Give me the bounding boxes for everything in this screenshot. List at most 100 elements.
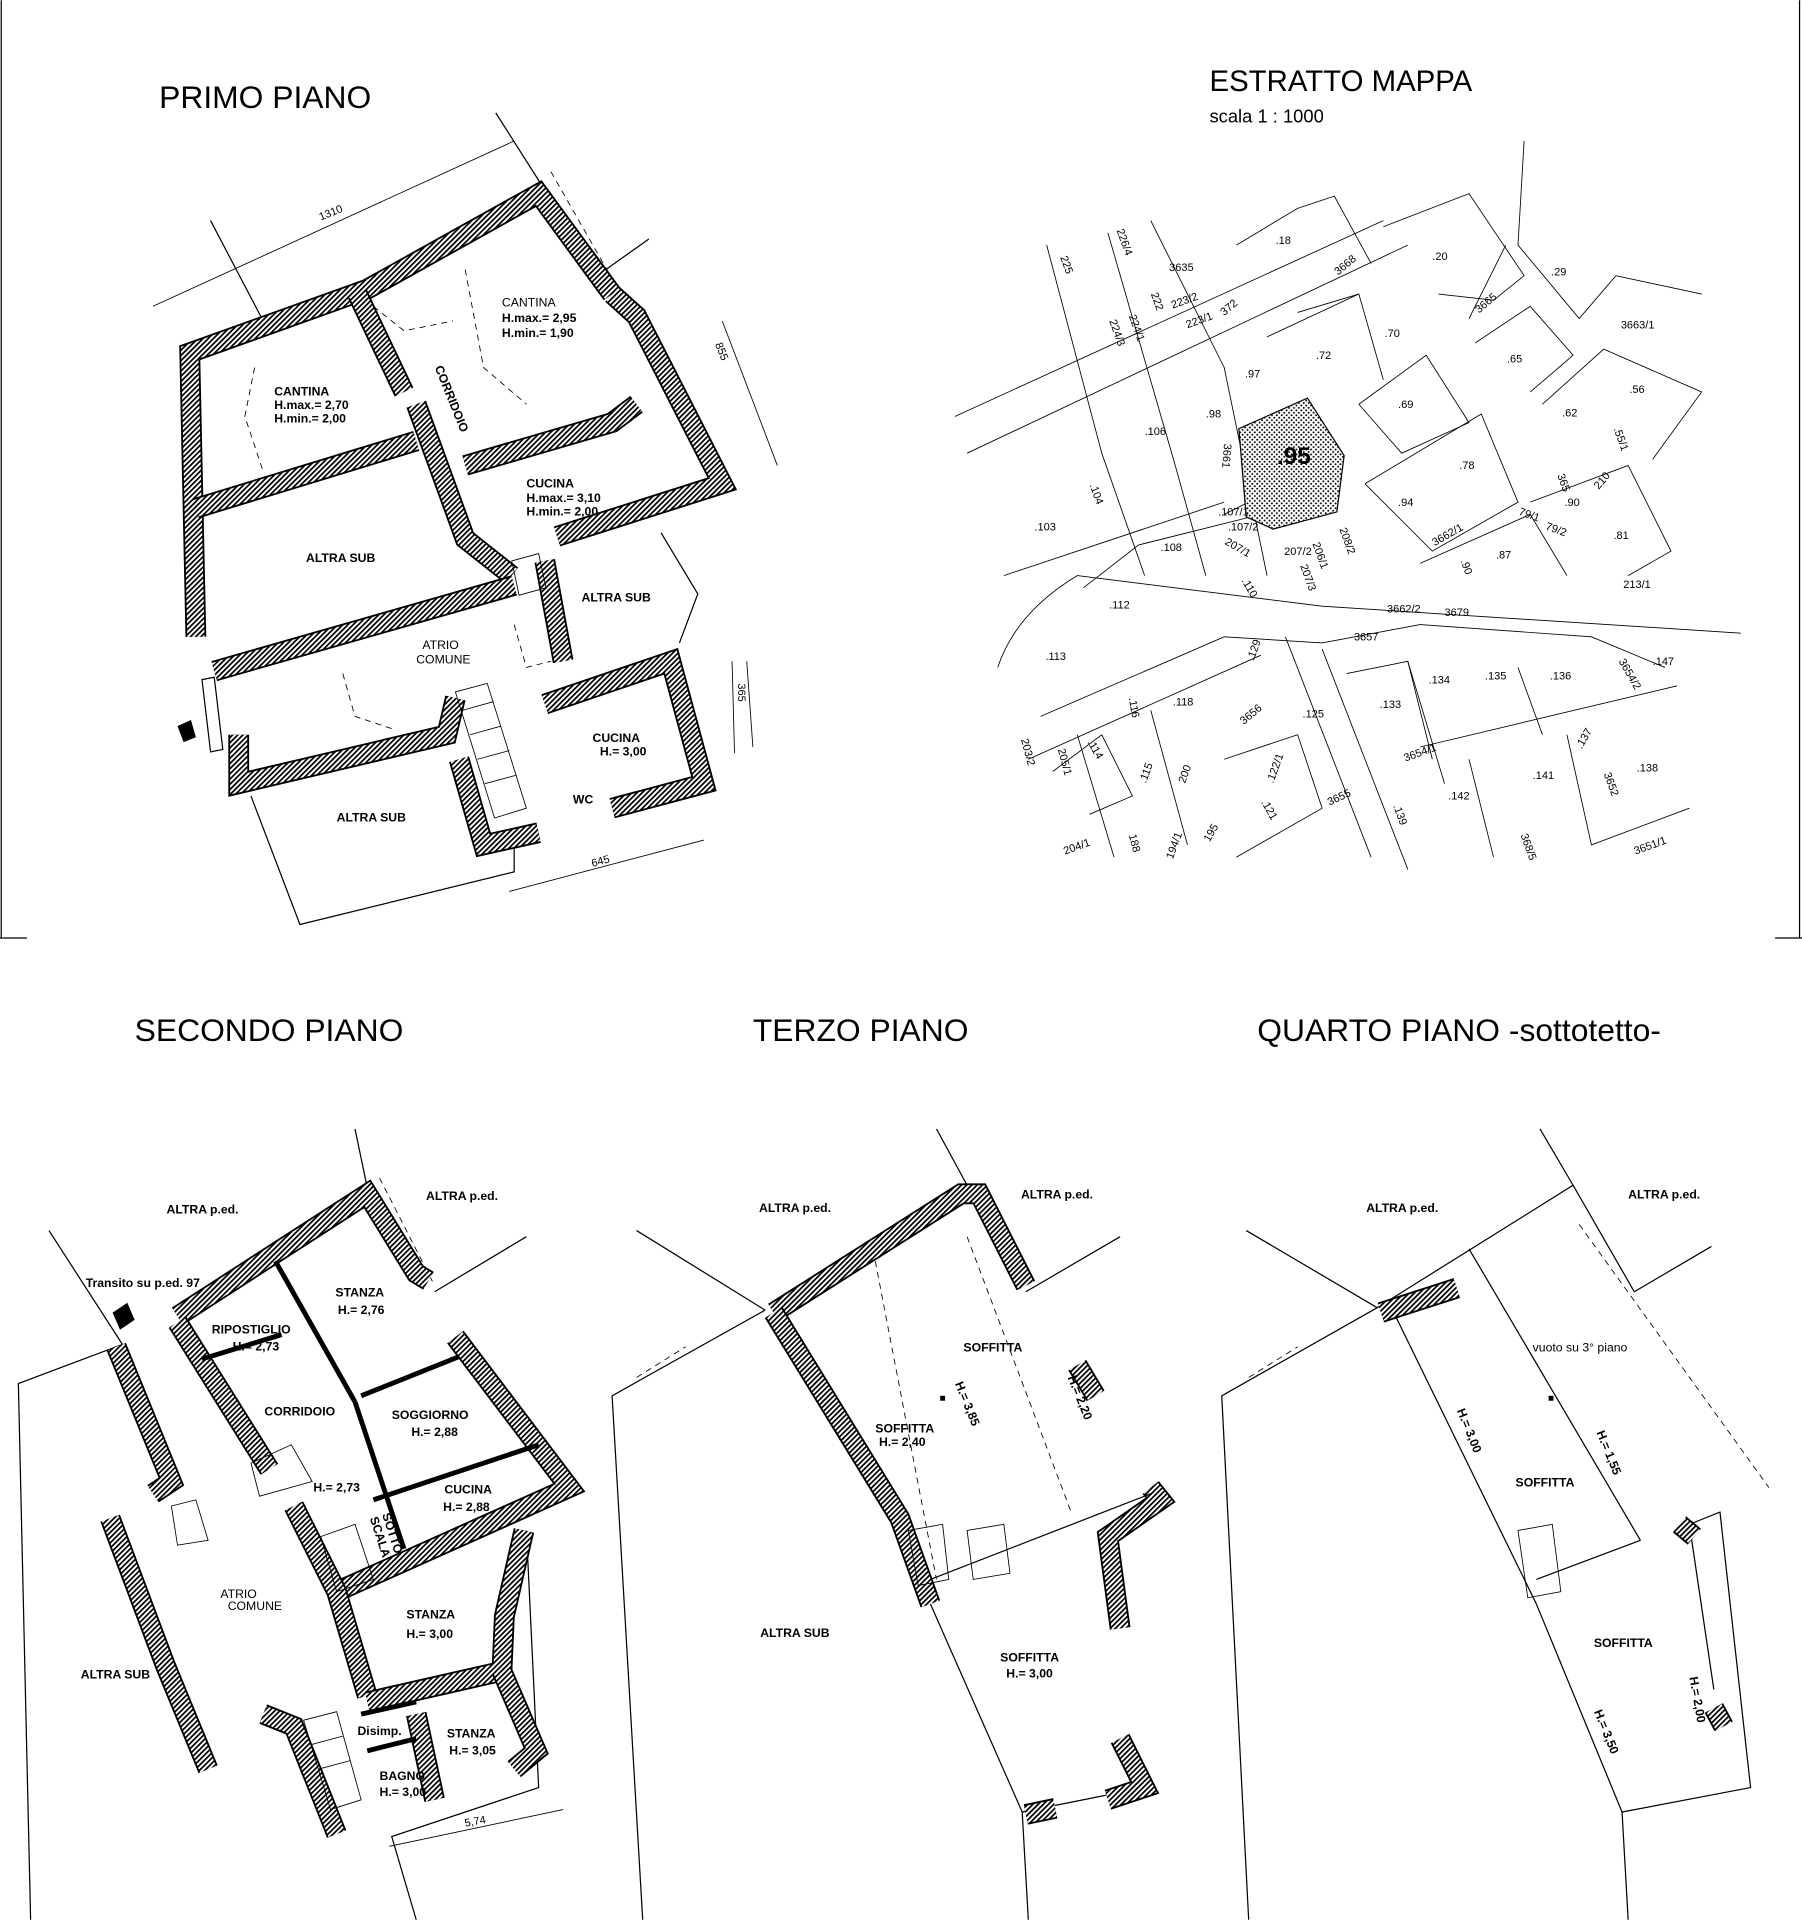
parcel-label: 195 — [1202, 822, 1222, 844]
parcel-label: 226/4 — [1114, 227, 1135, 257]
room-label: SOGGIORNO — [392, 1408, 469, 1422]
room-height: H.= 3,00 — [600, 745, 647, 759]
room-label: ALTRA SUB — [306, 551, 375, 565]
parcel-label: 368/5 — [1518, 832, 1539, 862]
parcel-label: .69 — [1398, 399, 1413, 411]
parcel-label: .113 — [1045, 651, 1066, 663]
parcel-label: 3654/2 — [1616, 657, 1643, 692]
terzo-piano-plan: TERZO PIANO ALTRA p.ed. — [611, 1012, 1176, 1920]
parcel-label: 3663/1 — [1621, 319, 1655, 331]
parcel-label: .70 — [1385, 328, 1400, 340]
parcel-label: 365 — [1554, 472, 1572, 493]
parcel-label: 208/2 — [1336, 526, 1357, 556]
dimension-label: 855 — [712, 341, 730, 363]
room-height: H.= 3,00 — [1006, 1666, 1053, 1680]
room-height: H.= 2,88 — [443, 1500, 490, 1514]
secondo-partitions — [201, 1259, 540, 1754]
parcel-label: 79/1 — [1517, 506, 1541, 525]
quarto-piano-plan: QUARTO PIANO -sottotetto- ALTRA p.ed. AL… — [1221, 1012, 1770, 1920]
secondo-walls — [100, 1179, 586, 1838]
room-label: CORRIDOIO — [264, 1404, 335, 1418]
room-label: COMUNE — [416, 653, 470, 667]
room-height: H.= 3,05 — [449, 1743, 496, 1757]
room-label: STANZA — [335, 1286, 384, 1300]
parcel-label: .18 — [1276, 235, 1291, 247]
secondo-piano-plan: SECONDO PIANO — [17, 1012, 586, 1920]
terzo-piano-title: TERZO PIANO — [753, 1012, 969, 1048]
parcel-label: .90 — [1458, 558, 1475, 576]
parcel-label: .114 — [1084, 738, 1105, 762]
stair-icon — [907, 1523, 1011, 1587]
dimension-label: 645 — [590, 854, 611, 870]
parcel-label: .62 — [1562, 407, 1577, 419]
parcel-label: .115 — [1137, 761, 1155, 784]
parcel-label: 223/2 — [1170, 291, 1200, 312]
room-height: H.max.= 2,95 — [502, 311, 577, 325]
parcel-label: .112 — [1109, 600, 1130, 612]
parcel-label: 3635 — [1169, 262, 1193, 274]
mappa-title: ESTRATTO MAPPA — [1209, 65, 1472, 98]
room-label: WC — [573, 792, 594, 806]
parcel-label: 224/3 — [1106, 318, 1127, 348]
room-label: SOFFITTA — [1000, 1650, 1059, 1664]
entrance-arrow-icon — [177, 720, 196, 743]
room-label: CANTINA — [502, 295, 557, 309]
parcel-label: 204/1 — [1062, 837, 1092, 858]
parcel-label: 210 — [1592, 470, 1613, 492]
parcel-label: 3655 — [1326, 787, 1353, 808]
parcel-label: .129 — [1245, 638, 1264, 662]
parcel-label: .103 — [1034, 521, 1055, 533]
room-label: STANZA — [406, 1608, 455, 1622]
room-height: H.min.= 1,90 — [502, 326, 574, 340]
parcel-label: .137 — [1574, 726, 1595, 751]
parcel-label: .90 — [1565, 497, 1580, 509]
highlighted-parcel — [1238, 397, 1345, 530]
quarto-piano-title: QUARTO PIANO -sottotetto- — [1257, 1012, 1661, 1048]
parcel-label: .87 — [1496, 549, 1511, 561]
room-height: H.min.= 2,00 — [274, 412, 346, 426]
room-height: H.= 2,40 — [879, 1435, 926, 1449]
parcel-label: 3662/2 — [1387, 603, 1421, 615]
room-label: SOFFITTA — [875, 1422, 934, 1436]
mappa-scale: scala 1 : 1000 — [1209, 106, 1323, 127]
parcel-label: 207/2 — [1284, 546, 1312, 558]
dimension-label: 365 — [735, 683, 747, 701]
parcel-label: .108 — [1161, 542, 1182, 554]
room-height: H.max.= 3,10 — [526, 491, 601, 505]
parcel-label: 200 — [1177, 763, 1195, 784]
room-height: H.= 2,76 — [338, 1303, 385, 1317]
parcel-label: .147 — [1653, 656, 1674, 668]
stair-icon — [170, 1444, 374, 1811]
parcel-label: .138 — [1637, 762, 1658, 774]
sheet-frame — [0, 0, 1802, 939]
estratto-mappa: ESTRATTO MAPPA scala 1 : 1000 — [954, 65, 1741, 870]
area-label: ALTRA p.ed. — [1021, 1188, 1093, 1202]
parcel-label: 3651/1 — [1632, 835, 1668, 858]
parcel-label: .20 — [1432, 251, 1447, 263]
parcel-label: 224/1 — [1126, 313, 1147, 343]
parcel-label: 207/3 — [1297, 563, 1318, 593]
parcel-label: 3654/1 — [1402, 742, 1438, 765]
transit-label: Transito su p.ed. 97 — [86, 1276, 200, 1290]
primo-walls — [179, 180, 738, 858]
room-label: CUCINA — [444, 1483, 492, 1497]
room-height: H.= 3,00 — [1454, 1406, 1485, 1455]
parcel-label: 3661 — [1219, 443, 1233, 468]
parcel-label: .122/1 — [1265, 752, 1287, 785]
room-label: CUCINA — [526, 476, 574, 490]
parcel-label: .65 — [1507, 354, 1522, 366]
room-label: CORRIDOIO — [432, 363, 471, 434]
stair-icon — [454, 553, 547, 819]
parcel-label: 3652 — [1601, 771, 1621, 798]
parcel-label: 225 — [1057, 254, 1075, 275]
parcel-label: .133 — [1380, 699, 1401, 711]
parcel-label: .107/1 — [1218, 507, 1249, 519]
parcel-label: 223/1 — [1184, 310, 1214, 331]
parcel-label: 3657 — [1354, 631, 1378, 643]
area-label: vuoto su 3° piano — [1533, 1341, 1628, 1355]
area-label: ALTRA p.ed. — [1628, 1188, 1700, 1202]
parcel-label: .118 — [1173, 696, 1194, 708]
room-height: H.= 3,00 — [379, 1785, 426, 1799]
room-height: H.= 2,73 — [233, 1340, 280, 1354]
